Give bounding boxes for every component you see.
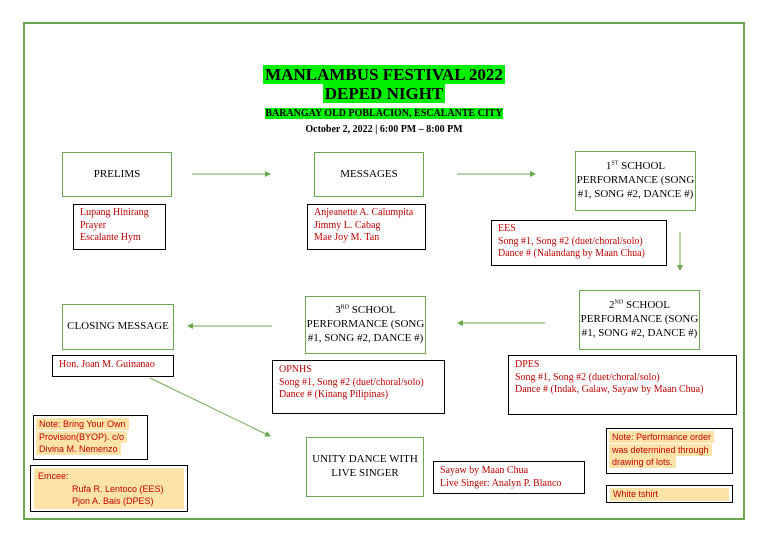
note-byop: Note: Bring Your Own Provision(BYOP). c/… bbox=[33, 415, 148, 460]
node-closing-label: CLOSING MESSAGE bbox=[67, 320, 169, 333]
node-school3-label: 3RD SCHOOL PERFORMANCE (SONG #1, SONG #2… bbox=[306, 304, 425, 344]
node-school2-label: 2ND SCHOOL PERFORMANCE (SONG #1, SONG #2… bbox=[580, 299, 699, 339]
emcee-label: Emcee: bbox=[38, 471, 69, 481]
node-prelims: PRELIMS bbox=[62, 152, 172, 197]
node-school2: 2ND SCHOOL PERFORMANCE (SONG #1, SONG #2… bbox=[579, 290, 700, 350]
node-school3: 3RD SCHOOL PERFORMANCE (SONG #1, SONG #2… bbox=[305, 296, 426, 354]
location-line: BARANGAY OLD POBLACION, ESCALANTE CITY bbox=[265, 107, 503, 119]
node-school1: 1ST SCHOOL PERFORMANCE (SONG #1, SONG #2… bbox=[575, 151, 696, 211]
note-attire: White tshirt bbox=[606, 485, 733, 503]
node-unity: UNITY DANCE WITH LIVE SINGER bbox=[306, 437, 424, 497]
node-prelims-label: PRELIMS bbox=[93, 167, 141, 180]
node-unity-label: UNITY DANCE WITH LIVE SINGER bbox=[312, 453, 418, 479]
node-school1-label: 1ST SCHOOL PERFORMANCE (SONG #1, SONG #2… bbox=[576, 160, 695, 200]
night-subtitle: DEPED NIGHT bbox=[322, 83, 446, 103]
datetime-line: October 2, 2022 | 6:00 PM – 8:00 PM bbox=[305, 124, 463, 136]
node-messages-label: MESSAGES bbox=[340, 167, 398, 180]
diagram-frame bbox=[23, 22, 745, 520]
arrow-closing-to-unity bbox=[149, 377, 271, 437]
note-performance-order: Note: Performance order was determined t… bbox=[606, 428, 733, 474]
festival-title: MANLAMBUS FESTIVAL 2022 bbox=[263, 65, 505, 84]
node-closing: CLOSING MESSAGE bbox=[62, 304, 174, 350]
header: MANLAMBUS FESTIVAL 2022 DEPED NIGHT BARA… bbox=[200, 65, 568, 137]
node-messages: MESSAGES bbox=[314, 152, 424, 197]
note-emcee: Emcee: Rufa R. Lentoco (EES) Pjon A. Bai… bbox=[30, 465, 188, 512]
detail-closing: Hon. Joan M. Guinanao bbox=[52, 355, 174, 377]
